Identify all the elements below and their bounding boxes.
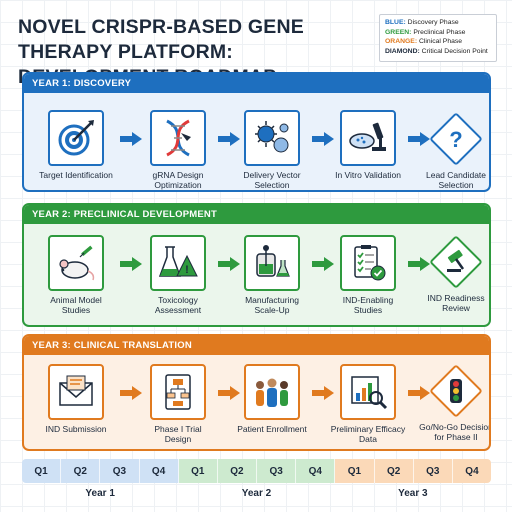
phase-discovery: YEAR 1: DISCOVERY Target Identification …: [22, 72, 491, 192]
step-ind-enabling: IND-Enabling Studies: [330, 235, 406, 315]
arrow-icon: [218, 132, 240, 146]
quarter-cell: Q3: [413, 459, 453, 483]
decision-ind-readiness: IND Readiness Review: [418, 234, 489, 313]
step-manufacturing: Manufacturing Scale-Up: [234, 235, 310, 315]
quarter-cell: Q1: [22, 459, 62, 483]
arrow-icon: [120, 132, 142, 146]
gavel-icon: [429, 235, 483, 289]
phase-preclinical: YEAR 2: PRECLINICAL DEVELOPMENT Animal M…: [22, 203, 491, 327]
step-phase-i-design: Phase I Trial Design: [140, 364, 216, 444]
people-icon: [244, 364, 300, 420]
step-grna-design: gRNA Design Optimization: [140, 110, 216, 190]
step-label: gRNA Design Optimization: [152, 170, 204, 190]
phase-header: YEAR 2: PRECLINICAL DEVELOPMENT: [24, 205, 489, 224]
phase-header: YEAR 3: CLINICAL TRANSLATION: [24, 336, 489, 355]
chart-magnifier-icon: [340, 364, 396, 420]
step-label: In Vitro Validation: [335, 170, 401, 180]
microscope-icon: [340, 110, 396, 166]
quarter-cell: Q1: [335, 459, 375, 483]
year-label: Year 1: [85, 488, 115, 499]
step-toxicology: ! Toxicology Assessment: [140, 235, 216, 315]
legend-item-orange: ORANGE: Clinical Phase: [385, 38, 463, 45]
step-in-vitro-validation: In Vitro Validation: [330, 110, 406, 180]
quarter-cell: Q2: [217, 459, 258, 483]
decision-go-no-go: Go/No-Go Decision for Phase II: [418, 363, 491, 442]
arrow-icon: [408, 132, 430, 146]
decision-label: IND Readiness Review: [427, 293, 485, 313]
arrow-icon: [120, 386, 142, 400]
arrow-icon: [218, 386, 240, 400]
step-target-identification: Target Identification: [38, 110, 114, 180]
arrow-icon: [312, 386, 334, 400]
step-label: IND-Enabling Studies: [342, 295, 394, 315]
step-efficacy-data: Preliminary Efficacy Data: [330, 364, 406, 444]
question-icon: ?: [429, 112, 483, 166]
step-label: Animal Model Studies: [50, 295, 102, 315]
arrow-icon: [312, 257, 334, 271]
step-delivery-vector: Delivery Vector Selection: [234, 110, 310, 190]
flask-warning-icon: !: [150, 235, 206, 291]
flowchart-icon: [150, 364, 206, 420]
quarter-cell: Q2: [374, 459, 414, 483]
legend-item-diamond: DIAMOND: Critical Decision Point: [385, 47, 488, 55]
phase-header: YEAR 1: DISCOVERY: [24, 74, 489, 93]
legend-item-blue: BLUE: Discovery Phase: [385, 19, 459, 26]
step-label: Phase I Trial Design: [154, 424, 202, 444]
year-label: Year 2: [241, 488, 272, 499]
step-label: Delivery Vector Selection: [243, 170, 301, 190]
arrow-icon: [408, 257, 430, 271]
decision-lead-candidate: ? Lead Candidate Selection: [418, 111, 489, 190]
legend: BLUE: Discovery Phase GREEN: Preclinical…: [379, 14, 497, 62]
quarter-cell: Q4: [139, 459, 179, 483]
step-label: Toxicology Assessment: [154, 295, 202, 315]
quarter-cell: Q4: [296, 459, 336, 483]
svg-text:?: ?: [449, 127, 462, 152]
arrow-icon: [312, 132, 334, 146]
quarter-cell: Q4: [452, 459, 491, 483]
quarter-cell: Q3: [100, 459, 140, 483]
step-label: Target Identification: [39, 170, 113, 180]
quarter-cell: Q3: [257, 459, 297, 483]
decision-label: Lead Candidate Selection: [425, 170, 487, 190]
step-patient-enrollment: Patient Enrollment: [234, 364, 310, 434]
target-icon: [48, 110, 104, 166]
step-animal-model: Animal Model Studies: [38, 235, 114, 315]
legend-item-green: GREEN: Preclinical Phase: [385, 28, 466, 36]
dna-icon: [150, 110, 206, 166]
mouse-icon: [48, 235, 104, 291]
decision-label: Go/No-Go Decision for Phase II: [419, 422, 491, 442]
phase-clinical: YEAR 3: CLINICAL TRANSLATION IND Submiss…: [22, 334, 491, 451]
svg-text:!: !: [185, 264, 189, 276]
step-ind-submission: IND Submission: [38, 364, 114, 434]
step-label: Manufacturing Scale-Up: [245, 295, 299, 315]
year-labels: Year 1 Year 2 Year 3: [22, 488, 491, 502]
step-label: Patient Enrollment: [237, 424, 307, 434]
step-label: IND Submission: [45, 424, 107, 434]
step-label: Preliminary Efficacy Data: [330, 424, 406, 444]
traffic-light-icon: [429, 364, 483, 418]
envelope-icon: [48, 364, 104, 420]
quarter-cell: Q1: [178, 459, 218, 483]
arrow-icon: [218, 257, 240, 271]
quarter-cell: Q2: [61, 459, 101, 483]
year-label: Year 3: [398, 488, 428, 499]
reactor-icon: [244, 235, 300, 291]
virus-icon: [244, 110, 300, 166]
checklist-icon: [340, 235, 396, 291]
quarter-timeline: Q1 Q2 Q3 Q4 Q1 Q2 Q3 Q4 Q1 Q2 Q3 Q4: [22, 459, 491, 483]
arrow-icon: [120, 257, 142, 271]
arrow-icon: [408, 386, 430, 400]
